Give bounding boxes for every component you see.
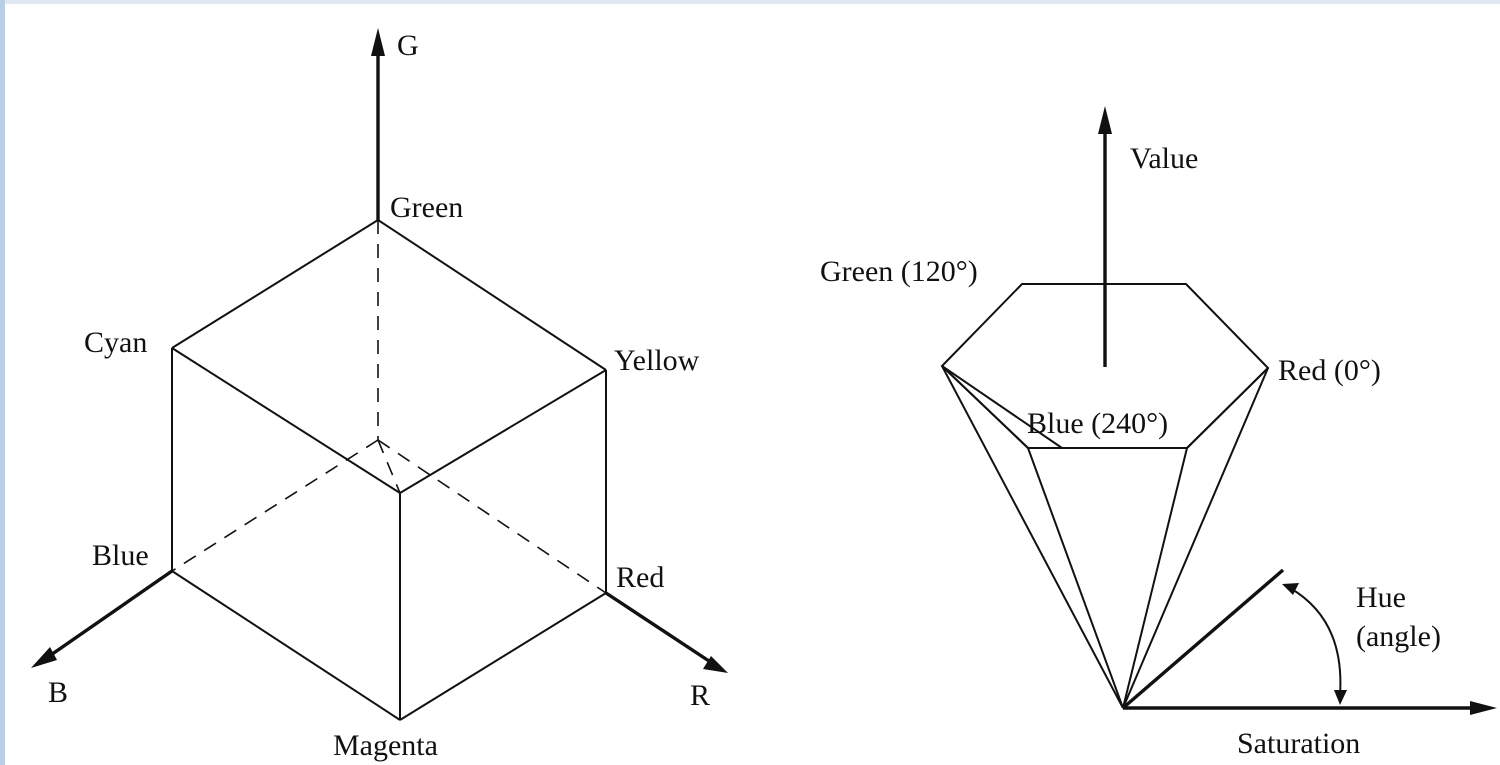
cube-hidden-edge	[377, 439, 607, 594]
window-top-border	[0, 0, 1500, 4]
cone-edge	[941, 365, 1063, 449]
b-axis-arrowhead	[31, 647, 57, 668]
hue-label: Hue	[1356, 581, 1406, 614]
r-axis	[605, 591, 713, 665]
value-axis-arrowhead	[1098, 106, 1112, 134]
cube-edge	[377, 219, 607, 371]
rgb-cube: G B R Green Cyan Yellow Blue Red Magenta	[31, 28, 728, 762]
cube-edge	[399, 592, 607, 721]
vertex-label-green: Green	[390, 191, 463, 224]
vertex-label-yellow: Yellow	[614, 344, 700, 377]
hue-arc-arrowhead-bottom	[1334, 690, 1347, 705]
cone-edge	[1186, 367, 1269, 449]
cone-edge	[941, 365, 1124, 709]
saturation-axis-label: Saturation	[1237, 727, 1360, 760]
hue-angle-arc	[1289, 587, 1342, 696]
cube-edge	[171, 570, 401, 721]
cube-edge	[171, 347, 401, 494]
window-left-border	[0, 0, 5, 765]
b-axis	[47, 569, 173, 659]
cone-edge	[941, 365, 1029, 449]
vertex-label-red: Red	[616, 561, 664, 594]
hue-angle-label: (angle)	[1356, 620, 1441, 653]
cube-gray-diagonal	[377, 439, 401, 494]
vertex-label-cyan: Cyan	[84, 326, 147, 359]
g-axis-label: G	[397, 29, 419, 62]
vertex-label-blue: Blue	[92, 539, 149, 572]
cube-edge	[171, 219, 379, 349]
hex-vertex-label-blue: Blue (240°)	[1027, 407, 1168, 440]
cone-edge	[1122, 447, 1188, 709]
hex-vertex-label-red: Red (0°)	[1278, 354, 1381, 387]
saturation-axis-arrowhead	[1470, 701, 1497, 715]
cube-edge	[399, 369, 607, 494]
hue-arc-arrowhead-top	[1282, 583, 1299, 595]
hex-vertex-label-green: Green (120°)	[820, 255, 978, 288]
cone-edge	[1027, 447, 1124, 709]
r-axis-label: R	[690, 679, 710, 712]
value-axis-label: Value	[1130, 142, 1198, 175]
hue-ray	[1121, 568, 1285, 710]
b-axis-label: B	[48, 676, 68, 709]
g-axis-arrowhead	[371, 28, 385, 56]
cube-hidden-edge	[171, 439, 379, 572]
r-axis-arrowhead	[703, 656, 728, 673]
hsv-hexcone: Value Green (120°) Red (0°) Blue (240°) …	[820, 106, 1497, 760]
vertex-label-magenta: Magenta	[333, 729, 438, 762]
cone-edge	[1122, 367, 1269, 709]
